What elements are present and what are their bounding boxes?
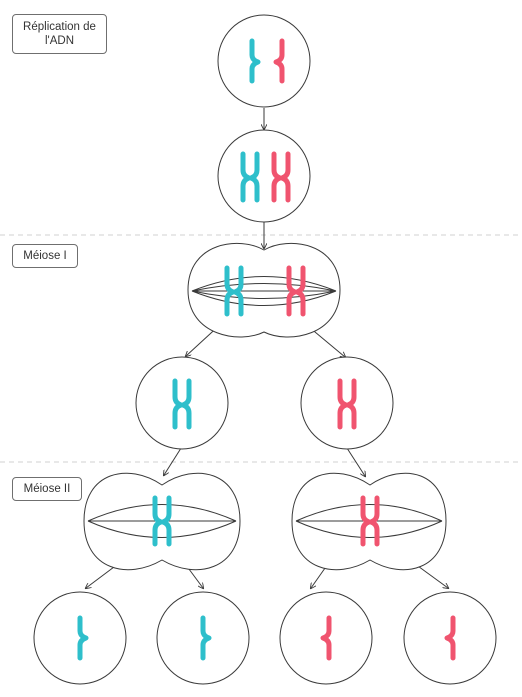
gamete-1 <box>33 591 127 685</box>
gamete-2 <box>156 591 250 685</box>
gamete-4-chromatid <box>444 615 456 661</box>
chromosomes <box>77 38 456 661</box>
gamete-3-chromatid <box>320 615 332 661</box>
cell-start <box>217 14 311 108</box>
chromosome-paternal-replicated <box>271 151 291 203</box>
chromosome-paternal-m1 <box>286 265 306 317</box>
label-replication: Réplication de l'ADN <box>12 14 107 54</box>
arrow-m2-left-in <box>164 444 184 475</box>
chromatid-paternal <box>273 38 285 84</box>
chromosome-maternal-replicated <box>240 151 260 203</box>
gamete-1-chromatid <box>77 615 89 661</box>
cell-meiosis-1 <box>187 242 341 338</box>
spindles <box>87 276 443 538</box>
cells <box>33 14 497 685</box>
chromosome-maternal-m1 <box>224 265 244 317</box>
gamete-2-chromatid <box>200 615 212 661</box>
arrow-m2-right-in <box>344 444 365 476</box>
chromosome-paternal-after-m1 <box>337 378 357 430</box>
chromosome-maternal-after-m1 <box>172 378 192 430</box>
label-meiosis-1: Méiose I <box>12 244 78 268</box>
label-meiosis-2: Méiose II <box>12 477 82 501</box>
spindle-m1 <box>191 276 337 306</box>
chromosome-maternal-m2 <box>152 495 172 547</box>
cell-replicated <box>217 129 311 223</box>
chromatid-maternal <box>249 38 261 84</box>
chromosome-paternal-m2 <box>360 495 380 547</box>
